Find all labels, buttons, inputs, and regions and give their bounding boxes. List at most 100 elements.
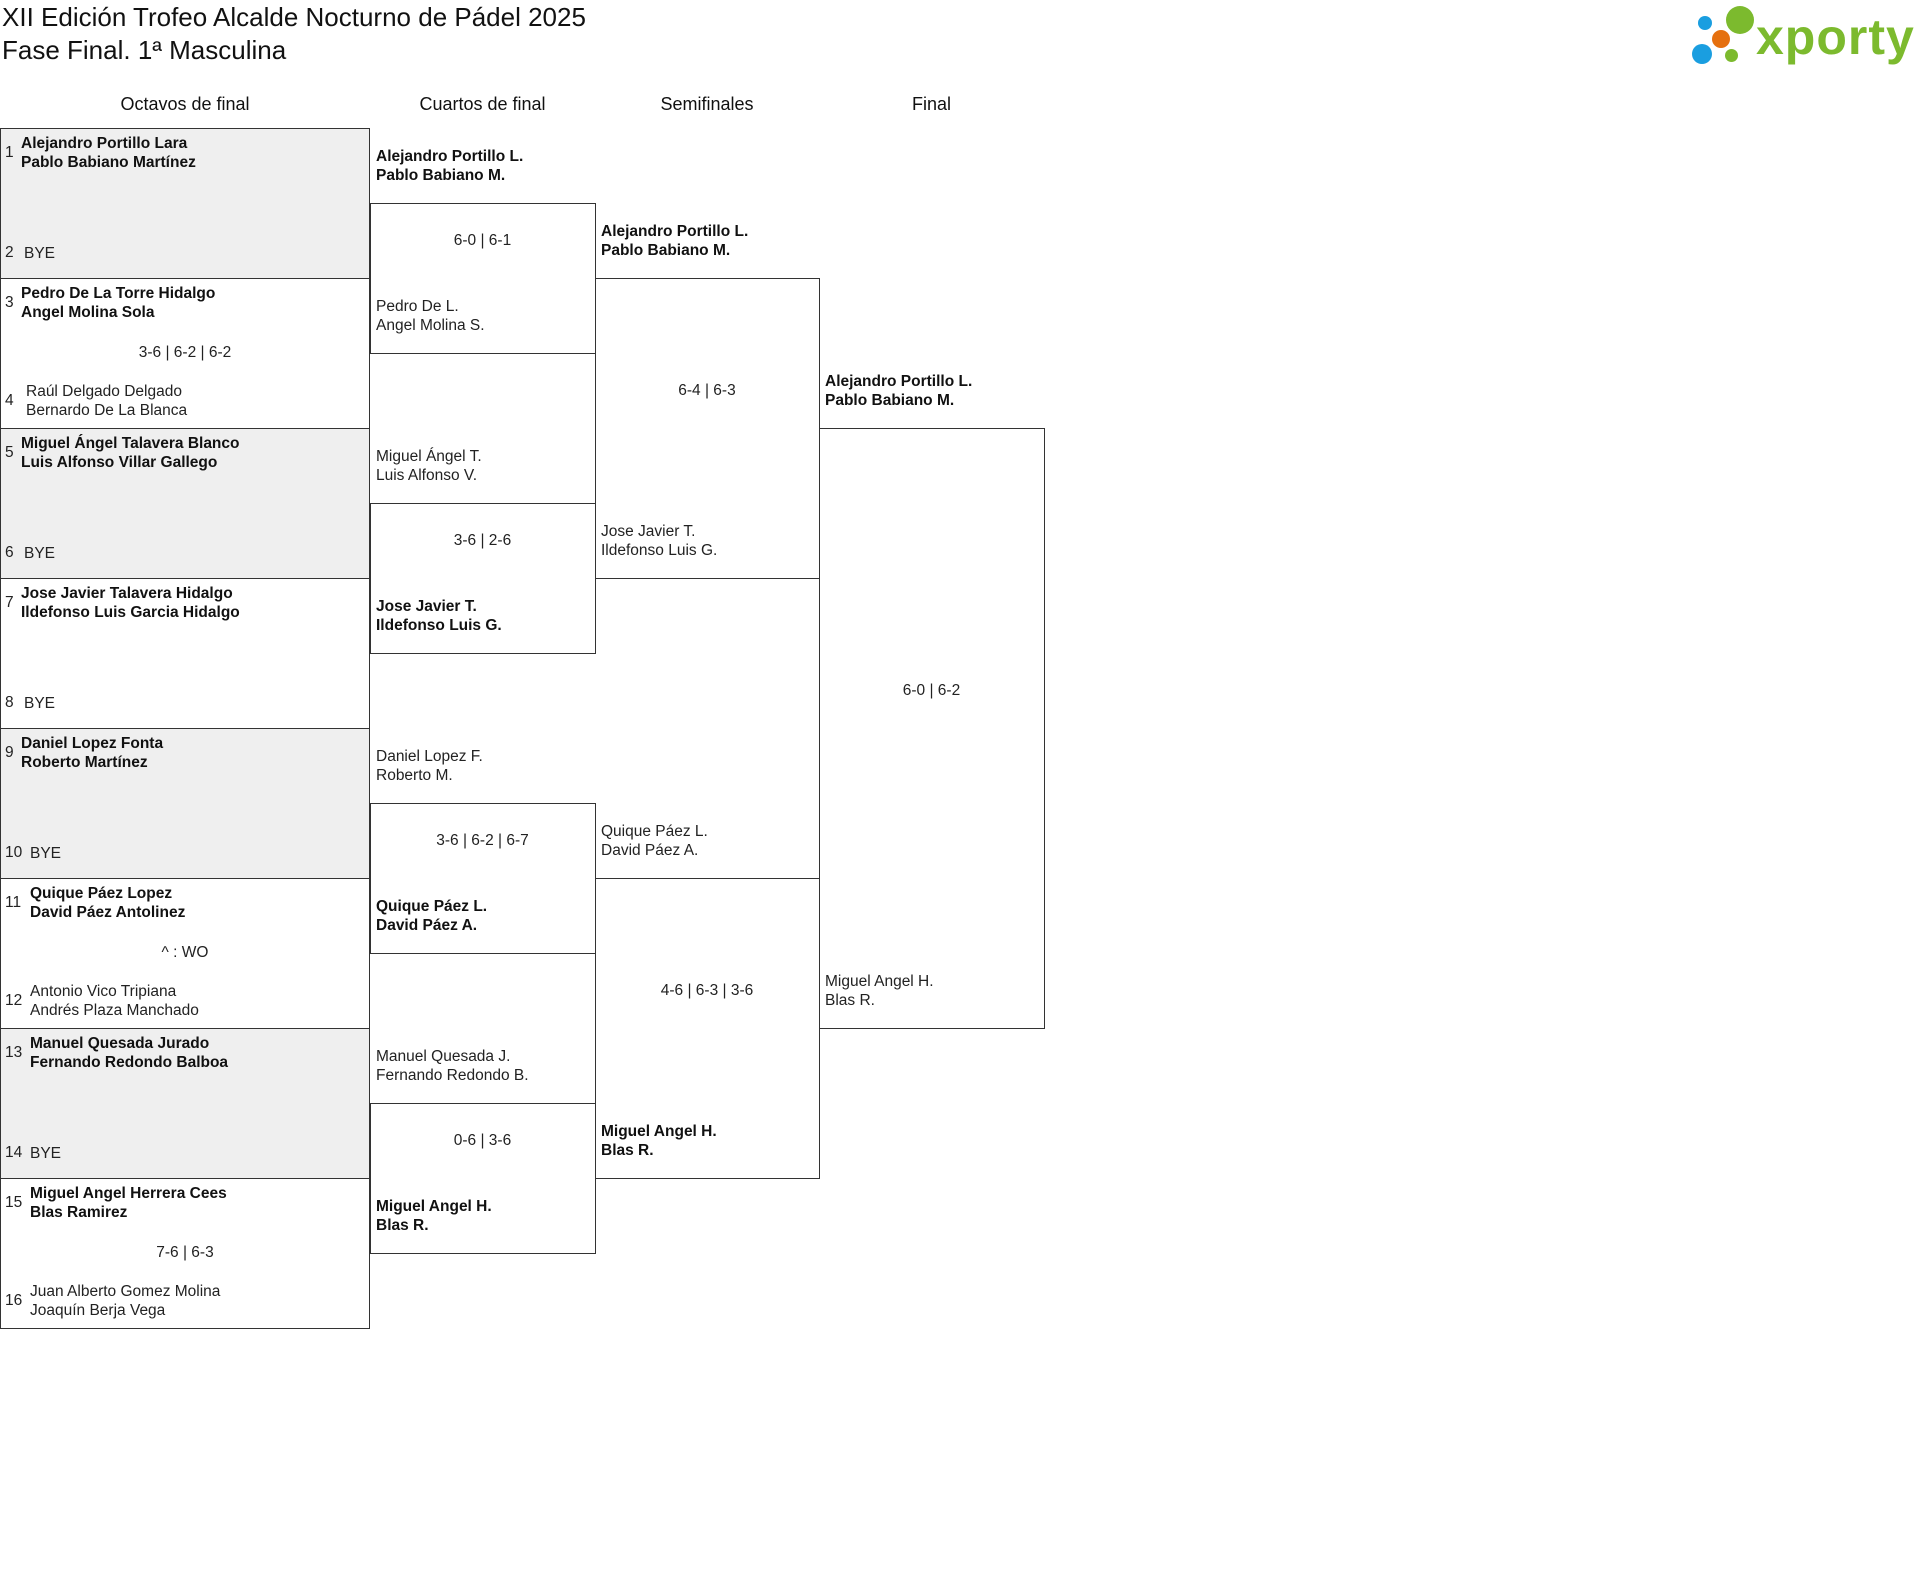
team-entry[interactable]: Daniel Lopez F.Roberto M. — [376, 747, 483, 785]
team-entry[interactable]: BYE — [24, 244, 55, 263]
round-header-octavos: Octavos de final — [120, 94, 250, 114]
team-entry[interactable]: BYE — [24, 694, 55, 713]
player-name: Antonio Vico Tripiana — [30, 983, 177, 1000]
team-entry[interactable]: Miguel Angel H. Blas R. — [376, 1197, 492, 1235]
match-score: 0-6 | 3-6 — [453, 1132, 512, 1149]
seed-number: 4 — [5, 392, 14, 409]
player-name: Joaquín Berja Vega — [30, 1302, 166, 1319]
player-name: Miguel Ángel T. — [376, 448, 482, 465]
player-name: BYE — [30, 844, 62, 862]
team-entry[interactable]: Jose Javier T.Ildefonso Luis G. — [601, 522, 717, 560]
team-entry[interactable]: Miguel Angel H. Blas R. — [825, 972, 934, 1010]
team-entry[interactable]: BYE — [24, 544, 55, 563]
team-entry[interactable]: Pedro De L.Angel Molina S. — [376, 297, 485, 335]
team-entry[interactable]: Alejandro Portillo L.Pablo Babiano M. — [376, 147, 523, 185]
player-name: Quique Páez L. — [601, 823, 708, 840]
team-entry[interactable]: Manuel Quesada J.Fernando Redondo B. — [376, 1047, 529, 1085]
logo-dot-icon — [1692, 44, 1712, 64]
seed-number: 14 — [5, 1144, 23, 1161]
player-name: Roberto M. — [376, 767, 453, 784]
match-score: 6-0 | 6-1 — [453, 232, 512, 249]
team-entry[interactable]: Quique Páez L.David Páez A. — [601, 822, 708, 860]
player-name: David Páez Antolinez — [30, 904, 186, 921]
team-entry[interactable]: Miguel Ángel T. Luis Alfonso V. — [376, 447, 482, 485]
seed-number: 16 — [5, 1292, 23, 1309]
team-entry[interactable]: BYE — [30, 1144, 61, 1163]
player-name: Jose Javier T. — [601, 523, 696, 540]
phase-title: Fase Final. 1ª Masculina — [2, 35, 287, 65]
player-name: Blas R. — [825, 992, 875, 1009]
player-name: Juan Alberto Gomez Molina — [30, 1283, 221, 1300]
player-name: Jose Javier Talavera Hidalgo — [21, 585, 233, 602]
player-name: Blas R. — [601, 1142, 654, 1159]
seed-number: 11 — [5, 894, 22, 911]
seed-number: 12 — [5, 992, 23, 1009]
match-box-octavos — [0, 728, 370, 879]
match-score: 7-6 | 6-3 — [156, 1244, 214, 1261]
team-entry[interactable]: Miguel Angel H. Blas R. — [601, 1122, 717, 1160]
player-name: Manuel Quesada Jurado — [30, 1035, 210, 1052]
match-box-octavos — [0, 1028, 370, 1179]
match-score: 4-6 | 6-3 | 3-6 — [660, 982, 754, 999]
player-name: Daniel Lopez Fonta — [21, 735, 164, 752]
round-header-semifinales: Semifinales — [660, 94, 754, 114]
seed-number: 15 — [5, 1194, 23, 1211]
player-name: Alejandro Portillo L. — [601, 223, 749, 240]
player-name: Pablo Babiano M. — [376, 167, 506, 184]
player-name: Fernando Redondo Balboa — [30, 1054, 229, 1071]
match-box-octavos — [0, 128, 370, 279]
seed-number: 8 — [5, 694, 14, 711]
seed-number: 9 — [5, 744, 14, 761]
player-name: Quique Páez Lopez — [30, 885, 173, 902]
player-name: Miguel Angel H. — [376, 1198, 492, 1215]
team-entry[interactable]: Alejandro Portillo L.Pablo Babiano M. — [601, 222, 748, 260]
player-name: Miguel Angel H. — [825, 973, 934, 990]
player-name: Quique Páez L. — [376, 898, 488, 915]
player-name: Pablo Babiano M. — [825, 392, 955, 409]
team-entry[interactable]: Jose Javier T.Ildefonso Luis G. — [376, 597, 502, 635]
round-header-cuartos: Cuartos de final — [419, 94, 546, 114]
seed-number: 7 — [5, 594, 14, 611]
seed-number: 5 — [5, 444, 14, 461]
match-box-final — [819, 428, 1045, 1029]
player-name: BYE — [24, 244, 56, 262]
player-name: Miguel Angel H. — [601, 1123, 717, 1140]
match-score: 3-6 | 6-2 | 6-7 — [436, 832, 529, 849]
player-name: Pablo Babiano Martínez — [21, 154, 196, 171]
xporty-logo[interactable]: xporty — [1690, 4, 1920, 68]
team-entry[interactable]: Alejandro Portillo L. Pablo Babiano M. — [825, 372, 972, 410]
player-name: Roberto Martínez — [21, 754, 148, 771]
seed-number: 2 — [5, 244, 14, 261]
match-score: 6-4 | 6-3 — [678, 382, 736, 399]
player-name: Ildefonso Luis G. — [376, 617, 502, 634]
player-name: BYE — [24, 544, 56, 562]
player-name: Pedro De La Torre Hidalgo — [21, 285, 216, 302]
team-entry[interactable]: Quique Páez L. David Páez A. — [376, 897, 487, 935]
team-entry[interactable]: BYE — [30, 844, 61, 863]
player-name: Luis Alfonso V. — [376, 467, 478, 484]
player-name: BYE — [24, 694, 56, 712]
player-name: Manuel Quesada J. — [376, 1048, 511, 1065]
player-name: Blas R. — [376, 1217, 429, 1234]
player-name: Angel Molina Sola — [21, 304, 155, 321]
player-name: Miguel Angel Herrera Cees — [30, 1185, 227, 1202]
match-box-octavos — [0, 1178, 370, 1329]
match-score: 3-6 | 2-6 — [453, 532, 512, 549]
player-name: David Páez A. — [376, 917, 478, 934]
player-name: Alejandro Portillo L. — [825, 373, 973, 390]
seed-number: 13 — [5, 1044, 23, 1061]
logo-dot-icon — [1712, 30, 1730, 48]
player-name: Miguel Ángel Talavera Blanco — [21, 435, 240, 452]
player-name: Ildefonso Luis Garcia Hidalgo — [21, 604, 240, 621]
